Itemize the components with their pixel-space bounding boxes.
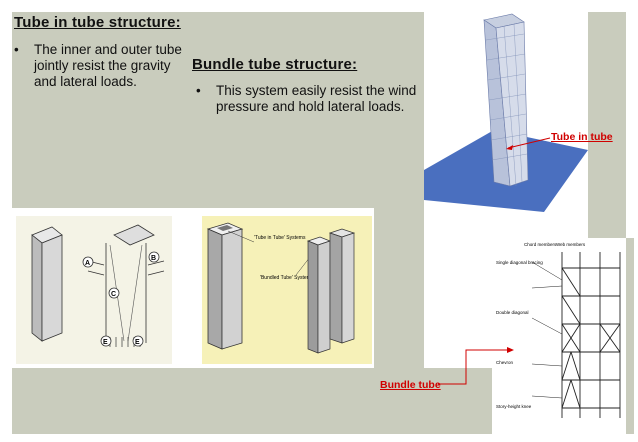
tube-diagrams-image: A B C E E 'Tube in Tube' Systems 'Bundle… bbox=[14, 213, 374, 365]
label-single-diagonal: Single diagonal bracing bbox=[496, 260, 543, 265]
bundle-tube-text: This system easily resist the wind press… bbox=[216, 83, 417, 114]
tube-in-tube-label: Tube in tube bbox=[551, 131, 613, 143]
tube-in-tube-tower-image bbox=[424, 10, 588, 238]
label-chord-members: Chord members bbox=[524, 242, 557, 247]
bundle-tube-label: Bundle tube bbox=[380, 379, 441, 391]
tube-in-tube-title: Tube in tube structure: bbox=[14, 14, 181, 31]
tube-diagrams-svg: A B C E E 'Tube in Tube' Systems 'Bundle… bbox=[16, 216, 372, 364]
marker-a: A bbox=[85, 260, 90, 267]
background-panel-bottom bbox=[12, 368, 492, 434]
label-double-diagonal: Double diagonal bbox=[496, 310, 529, 315]
label-bundled-tube-systems: 'Bundled Tube' Systems bbox=[260, 275, 314, 281]
bullet-dot: • bbox=[196, 83, 201, 98]
tube-in-tube-text: The inner and outer tube jointly resist … bbox=[34, 42, 182, 89]
background-panel-right bbox=[586, 12, 626, 238]
bullet-dot: • bbox=[14, 42, 19, 57]
marker-c: C bbox=[111, 291, 116, 298]
background-panel-top bbox=[12, 12, 424, 208]
marker-b: B bbox=[151, 255, 156, 262]
bracing-svg: Chord members Web members Single diagona… bbox=[496, 242, 621, 418]
marker-e2: E bbox=[135, 339, 140, 346]
background-panel-mid bbox=[374, 208, 424, 368]
tube-in-tube-pointer bbox=[506, 137, 551, 150]
bundle-tube-title: Bundle tube structure: bbox=[192, 56, 358, 73]
bundle-tube-pointer bbox=[438, 347, 514, 385]
label-chevron: Chevron bbox=[496, 360, 514, 365]
label-story-height-knee: Story-height knee bbox=[496, 404, 532, 409]
bundle-tube-bracing-image: Chord members Web members Single diagona… bbox=[492, 238, 626, 436]
tower-svg bbox=[424, 13, 588, 212]
label-web-members: Web members bbox=[556, 242, 586, 247]
marker-e1: E bbox=[103, 339, 108, 346]
label-tube-in-tube-systems: 'Tube in Tube' Systems bbox=[254, 235, 306, 241]
